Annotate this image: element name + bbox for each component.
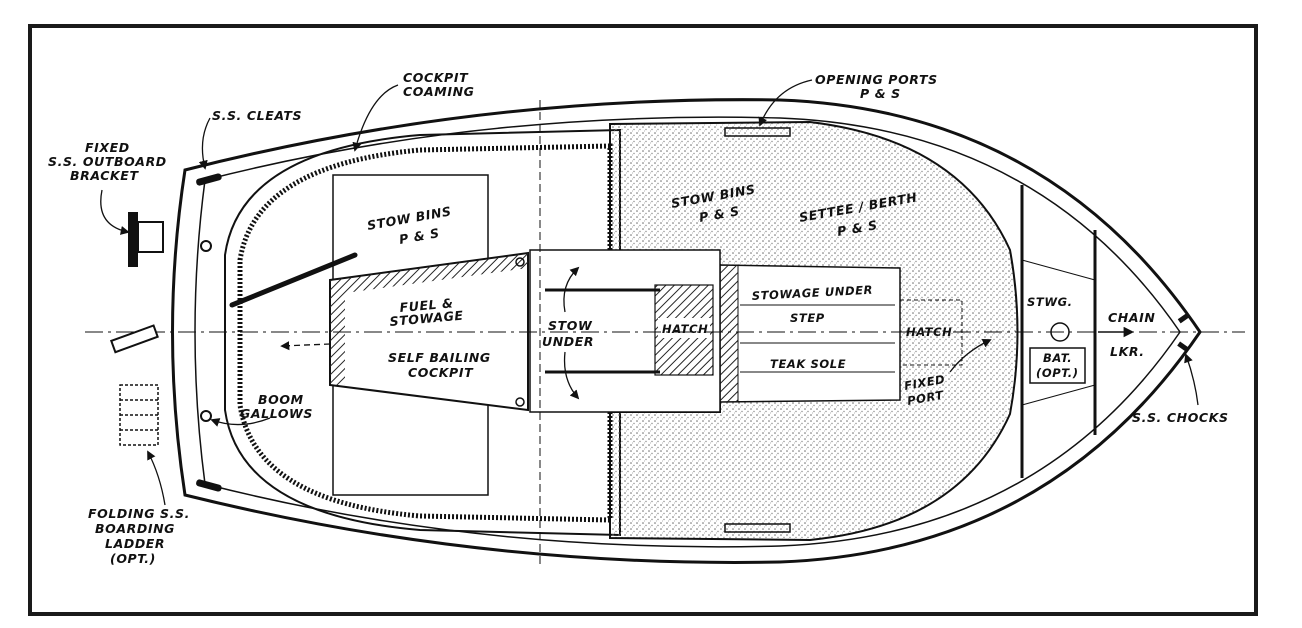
cleat-port bbox=[196, 173, 222, 186]
label-stowage-under-step-2: STEP bbox=[790, 311, 825, 325]
outboard-bracket-plate bbox=[137, 221, 164, 253]
outboard-bracket bbox=[128, 212, 138, 267]
leader-fixed-port bbox=[949, 339, 992, 373]
label-outboard-bracket-2: S.S. OUTBOARD bbox=[48, 154, 167, 169]
label-hatch-aft: HATCH bbox=[662, 322, 708, 336]
label-stow-under-1: STOW bbox=[548, 318, 593, 333]
label-cockpit-coaming-2: COAMING bbox=[403, 84, 475, 99]
label-bat-1: BAT. bbox=[1043, 351, 1072, 365]
label-self-bailing-1: SELF BAILING bbox=[388, 350, 491, 365]
label-hatch-fwd: HATCH bbox=[906, 325, 952, 339]
label-ss-chocks: S.S. CHOCKS bbox=[1132, 410, 1229, 425]
label-self-bailing-2: COCKPIT bbox=[408, 365, 474, 380]
stwg-diag-2 bbox=[1021, 384, 1096, 406]
leader-cockpit-drain bbox=[280, 341, 331, 351]
hull-outline bbox=[171, 98, 1202, 564]
label-cockpit-coaming-1: COCKPIT bbox=[403, 70, 469, 85]
label-chain-lkr-1: CHAIN bbox=[1108, 310, 1155, 325]
cleat-stbd bbox=[196, 479, 222, 492]
label-outboard-bracket-1: FIXED bbox=[85, 140, 130, 155]
boarding-ladder bbox=[119, 384, 159, 446]
label-settee-berth-2: P & S bbox=[836, 217, 879, 239]
label-opening-ports-2: P & S bbox=[860, 86, 901, 101]
label-stow-bins-fwd-2: P & S bbox=[698, 203, 741, 225]
label-outboard-bracket-3: BRACKET bbox=[70, 168, 139, 183]
opening-port-stbd bbox=[724, 523, 791, 533]
label-fuel-stowage-2: STOWAGE bbox=[389, 308, 464, 329]
chock-port bbox=[1177, 313, 1189, 324]
label-ss-cleats: S.S. CLEATS bbox=[212, 108, 302, 123]
leader-cockpit-coaming bbox=[352, 84, 399, 152]
boom-gallows-base-port bbox=[200, 240, 212, 252]
leader-outboard-bracket bbox=[100, 189, 130, 235]
boom-gallows-base-stbd bbox=[200, 410, 212, 422]
deck-fitting-1 bbox=[515, 257, 525, 267]
label-teak-sole: TEAK SOLE bbox=[770, 357, 846, 371]
label-boarding-ladder-2: BOARDING bbox=[95, 521, 175, 536]
cockpit-coaming-inner bbox=[237, 143, 613, 523]
label-stow-bins-aft-2: P & S bbox=[398, 225, 441, 247]
label-boarding-ladder-3: LADDER bbox=[105, 536, 165, 551]
tiller bbox=[229, 252, 358, 308]
leader-stow-under-2 bbox=[563, 351, 580, 400]
opening-port bbox=[724, 127, 791, 137]
leader-boarding-ladder bbox=[147, 450, 166, 506]
leader-stow-under-1 bbox=[563, 266, 580, 313]
label-fuel-stowage-1: FUEL & bbox=[399, 295, 454, 315]
label-boom-gallows-1: BOOM bbox=[258, 392, 304, 407]
leader-boom-gallows bbox=[210, 417, 271, 427]
stwg-hole bbox=[1050, 322, 1070, 342]
battery-box bbox=[1029, 347, 1086, 384]
label-boarding-ladder-4: (OPT.) bbox=[110, 551, 156, 566]
label-stowage-under-step-1: STOWAGE UNDER bbox=[751, 283, 873, 303]
leader-ss-cleats bbox=[198, 117, 211, 170]
leader-ss-chocks bbox=[1184, 353, 1199, 406]
label-opening-ports-1: OPENING PORTS bbox=[815, 72, 938, 87]
leader-opening-ports bbox=[758, 79, 813, 127]
aft-hatch-label-bg bbox=[658, 318, 710, 338]
label-stwg: STWG. bbox=[1027, 295, 1073, 309]
label-chain-lkr-2: LKR. bbox=[1110, 344, 1145, 359]
label-boom-gallows-2: GALLOWS bbox=[240, 406, 313, 421]
companionway-step bbox=[719, 264, 739, 403]
label-fixed-port-2: PORT bbox=[906, 388, 945, 408]
label-boarding-ladder-1: FOLDING S.S. bbox=[88, 506, 190, 521]
rudder bbox=[109, 324, 159, 354]
label-stow-under-2: UNDER bbox=[542, 334, 594, 349]
deck-fitting-2 bbox=[515, 397, 525, 407]
fuel-stowage-hatching bbox=[330, 253, 528, 385]
stwg-diag-1 bbox=[1021, 259, 1096, 281]
label-bat-2: (OPT.) bbox=[1036, 366, 1079, 380]
chock-stbd bbox=[1177, 341, 1189, 352]
